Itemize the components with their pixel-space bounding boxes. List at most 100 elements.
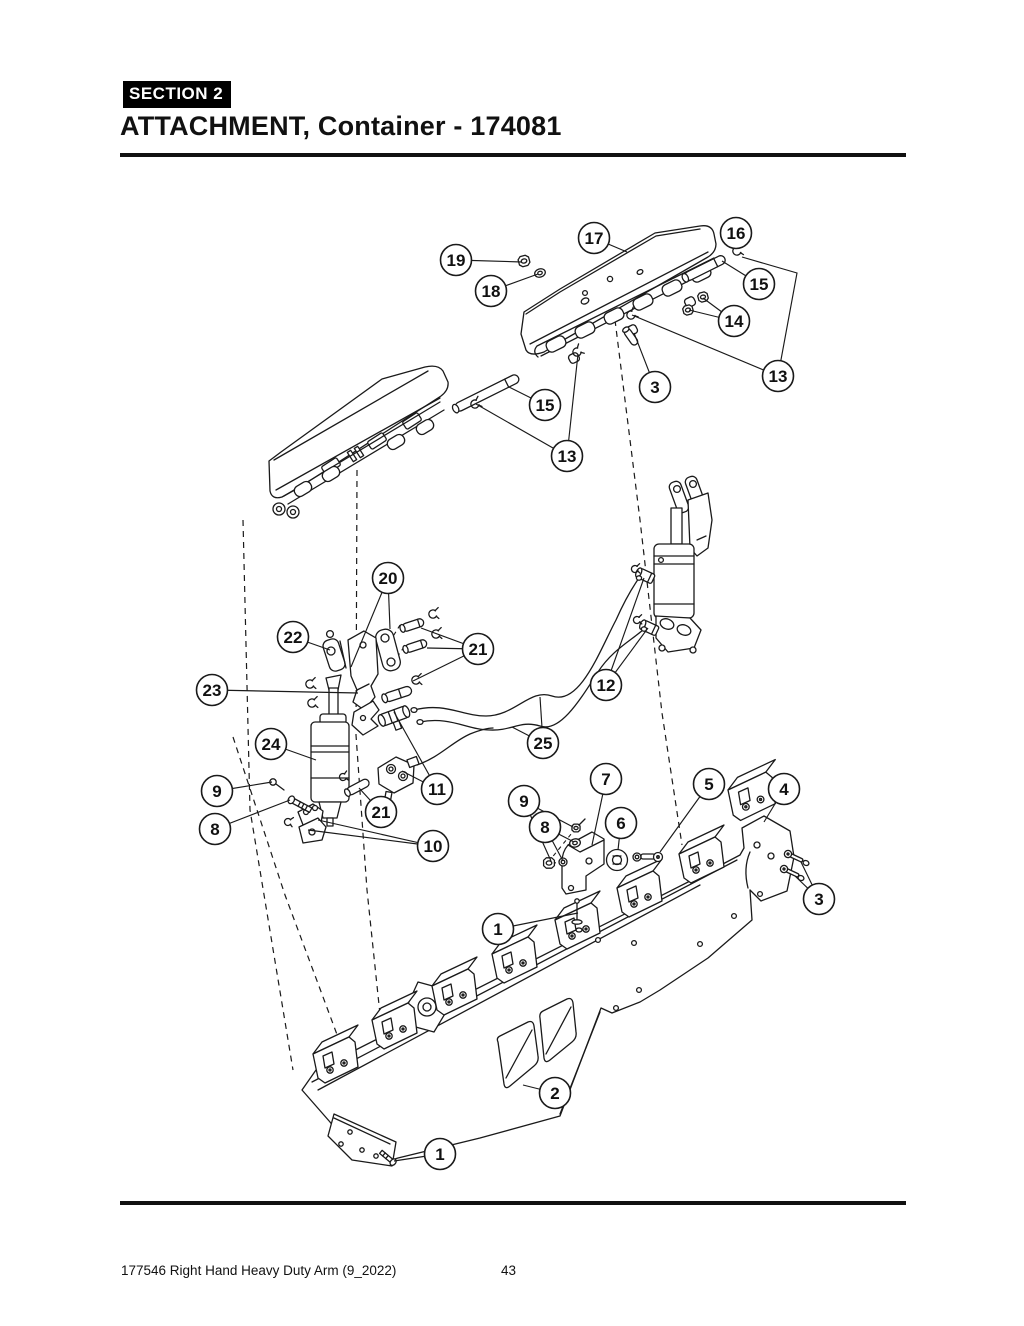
svg-text:9: 9 xyxy=(519,792,528,811)
callout-1: 1 xyxy=(483,914,514,945)
callout-22: 22 xyxy=(278,622,309,653)
callout-8: 8 xyxy=(530,812,561,843)
upper-grip-bar-assembly xyxy=(451,226,746,414)
lock-nut xyxy=(681,303,695,317)
svg-text:9: 9 xyxy=(212,782,221,801)
svg-text:1: 1 xyxy=(493,920,502,939)
retaining-clip xyxy=(427,606,442,621)
footer-page-number: 43 xyxy=(501,1263,517,1278)
callout-19: 19 xyxy=(441,245,472,276)
svg-text:17: 17 xyxy=(585,229,604,248)
callout-13: 13 xyxy=(552,441,583,472)
retaining-clip xyxy=(306,695,321,710)
callout-16: 16 xyxy=(721,218,752,249)
svg-text:10: 10 xyxy=(424,837,443,856)
leader-line-13 xyxy=(567,354,578,456)
leader-line-10 xyxy=(318,820,433,846)
clamp-screw xyxy=(287,795,313,814)
lock-nut xyxy=(542,857,556,869)
svg-text:8: 8 xyxy=(210,820,219,839)
link-pin xyxy=(398,617,426,634)
self-tap-screw xyxy=(379,1149,398,1166)
callout-1: 1 xyxy=(425,1139,456,1170)
svg-text:12: 12 xyxy=(597,676,616,695)
retaining-clip xyxy=(304,676,319,691)
svg-text:5: 5 xyxy=(704,775,713,794)
callout-2: 2 xyxy=(540,1078,571,1109)
leader-line-13 xyxy=(632,315,778,376)
cylinder-pin xyxy=(381,685,413,703)
clamp-pin xyxy=(343,778,370,797)
svg-text:21: 21 xyxy=(372,803,391,822)
svg-text:15: 15 xyxy=(750,275,769,294)
retaining-clip xyxy=(632,614,644,626)
callout-3: 3 xyxy=(640,372,671,403)
callout-5: 5 xyxy=(694,769,725,800)
svg-text:4: 4 xyxy=(779,780,789,799)
leader-line-12 xyxy=(606,578,644,685)
svg-text:1: 1 xyxy=(435,1145,444,1164)
callout-15: 15 xyxy=(744,269,775,300)
retaining-clip xyxy=(283,817,294,828)
callout-20: 20 xyxy=(373,563,404,594)
callout-24: 24 xyxy=(256,729,287,760)
callout-9: 9 xyxy=(509,786,540,817)
svg-text:25: 25 xyxy=(534,734,553,753)
callout-8: 8 xyxy=(200,814,231,845)
callout-9: 9 xyxy=(202,776,233,807)
leader-line-23 xyxy=(212,690,358,693)
leader-line-10 xyxy=(308,830,433,846)
svg-text:13: 13 xyxy=(769,367,788,386)
svg-text:23: 23 xyxy=(203,681,222,700)
callout-21: 21 xyxy=(463,634,494,665)
svg-text:15: 15 xyxy=(536,396,555,415)
header-rule xyxy=(120,153,906,157)
svg-text:16: 16 xyxy=(727,224,746,243)
right-side-hardware xyxy=(379,758,810,1167)
clevis-pin xyxy=(622,326,639,347)
callout-23: 23 xyxy=(197,675,228,706)
hydraulic-hoses xyxy=(411,576,647,765)
svg-text:18: 18 xyxy=(482,282,501,301)
callout-21: 21 xyxy=(366,797,397,828)
callout-6: 6 xyxy=(606,808,637,839)
pivot-pin xyxy=(451,373,520,414)
callout-15: 15 xyxy=(530,390,561,421)
callout-25: 25 xyxy=(528,728,559,759)
svg-text:3: 3 xyxy=(814,890,823,909)
flat-washer xyxy=(532,266,548,280)
footer-document-id: 177546 Right Hand Heavy Duty Arm (9_2022… xyxy=(121,1263,397,1278)
lower-grip-bar-assembly xyxy=(269,366,448,518)
svg-text:8: 8 xyxy=(540,818,549,837)
callout-3: 3 xyxy=(804,884,835,915)
svg-text:2: 2 xyxy=(550,1084,559,1103)
svg-text:20: 20 xyxy=(379,569,398,588)
svg-text:13: 13 xyxy=(558,447,577,466)
callout-7: 7 xyxy=(591,764,622,795)
callout-10: 10 xyxy=(418,831,449,862)
retaining-clip xyxy=(410,672,425,687)
svg-text:21: 21 xyxy=(469,640,488,659)
center-cylinder-group xyxy=(270,606,445,843)
svg-text:3: 3 xyxy=(650,378,659,397)
svg-text:24: 24 xyxy=(262,735,281,754)
section-badge: SECTION 2 xyxy=(123,81,232,108)
callout-14: 14 xyxy=(719,306,750,337)
leader-line-13 xyxy=(742,257,797,376)
right-hydraulic-cylinder xyxy=(630,475,712,653)
callout-4: 4 xyxy=(769,774,800,805)
leader-line-13 xyxy=(476,404,567,456)
callout-18: 18 xyxy=(476,276,507,307)
footer-rule xyxy=(120,1201,906,1205)
svg-text:22: 22 xyxy=(284,628,303,647)
callout-12: 12 xyxy=(591,670,622,701)
callout-17: 17 xyxy=(579,223,610,254)
callout-11: 11 xyxy=(422,774,453,805)
svg-text:6: 6 xyxy=(616,814,625,833)
svg-text:19: 19 xyxy=(447,251,466,270)
svg-text:7: 7 xyxy=(601,770,610,789)
callout-13: 13 xyxy=(763,361,794,392)
